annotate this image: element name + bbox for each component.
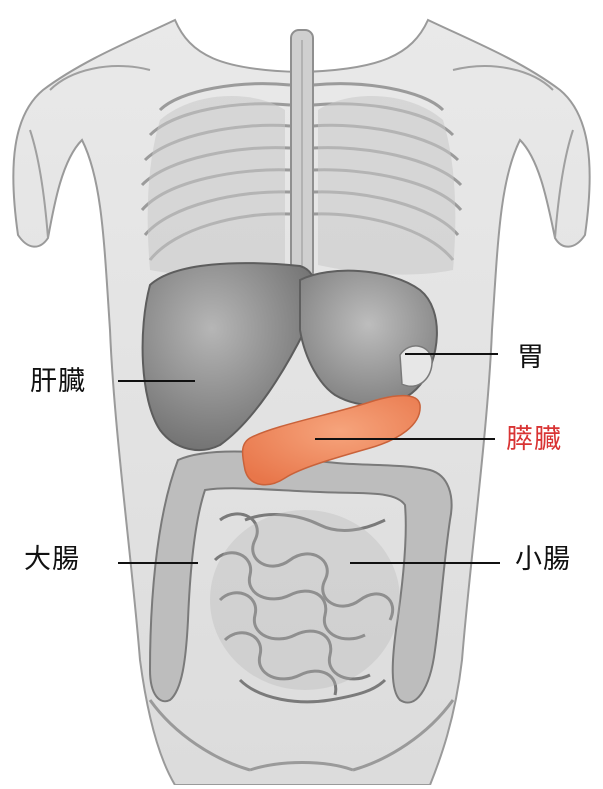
stomach-label: 胃	[517, 344, 545, 371]
pancreas-label: 膵臓	[506, 426, 562, 453]
spine	[291, 30, 313, 280]
small-intestine-label: 小腸	[515, 546, 571, 573]
liver-label: 肝臓	[30, 368, 86, 395]
small-intestine-fill	[210, 510, 400, 690]
large-intestine-label: 大腸	[24, 546, 80, 573]
